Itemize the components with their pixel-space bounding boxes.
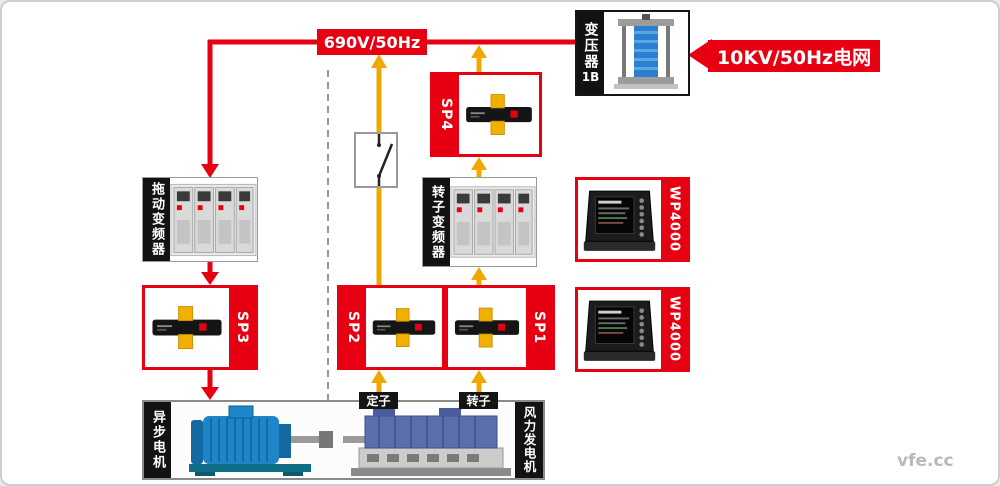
wp4000-bottom-image bbox=[578, 290, 661, 369]
sp4-sensor-unit: SP4 bbox=[430, 72, 542, 157]
drive-converter-label: 拖动变频器 bbox=[149, 182, 164, 257]
sp2-label-strip: SP2 bbox=[340, 288, 366, 367]
yellow-arrowhead-sp2 bbox=[371, 370, 387, 383]
disconnect-switch bbox=[354, 132, 398, 188]
yellow-arrowhead-sp1 bbox=[471, 370, 487, 383]
yellow-arrowhead-redbus bbox=[471, 45, 487, 58]
grid-source-label: 10KV/50Hz电网 bbox=[708, 40, 880, 72]
transformer-unit: 变压器 1B bbox=[575, 10, 690, 96]
sp3-sensor-unit: SP3 bbox=[142, 285, 258, 370]
wp4000-top-label-strip: WP4000 bbox=[661, 180, 687, 259]
grid-arrow bbox=[688, 39, 712, 71]
wp4000-bottom-label-strip: WP4000 bbox=[661, 290, 687, 369]
rotor-converter-image bbox=[450, 178, 536, 266]
sp3-sensor-image bbox=[145, 288, 229, 367]
wp4000-top-image bbox=[578, 180, 661, 259]
wp4000-bottom-label: WP4000 bbox=[666, 296, 682, 363]
sp2-sensor-unit: SP2 bbox=[337, 285, 445, 370]
transformer-image bbox=[604, 12, 688, 94]
sp1-label-strip: SP1 bbox=[526, 288, 552, 367]
sp4-label-strip: SP4 bbox=[433, 75, 459, 154]
wind-generator-image bbox=[343, 408, 511, 476]
drive-converter-image bbox=[170, 178, 257, 261]
red-arrowhead-sp3 bbox=[201, 272, 219, 285]
sp1-sensor-image bbox=[448, 288, 526, 367]
async-motor-image bbox=[189, 405, 333, 476]
red-arrowhead-drive bbox=[201, 164, 219, 178]
yellow-arrowhead-bus bbox=[371, 54, 387, 68]
transformer-label-strip: 变压器 1B bbox=[577, 12, 604, 94]
rotor-converter-unit: 转子变频器 bbox=[422, 177, 537, 267]
stator-tag: 定子 bbox=[359, 392, 398, 409]
wind-generator-label-strip: 风力发电机 bbox=[515, 402, 543, 478]
transformer-name: 变压器 bbox=[582, 22, 599, 70]
rotor-converter-label: 转子变频器 bbox=[429, 184, 444, 260]
sp3-label-strip: SP3 bbox=[229, 288, 255, 367]
wind-generator-label: 风力发电机 bbox=[521, 406, 537, 474]
wp4000-top-label: WP4000 bbox=[666, 186, 682, 253]
sp4-label: SP4 bbox=[438, 97, 454, 132]
sp3-label: SP3 bbox=[234, 310, 250, 345]
sp4-sensor-image bbox=[459, 75, 539, 154]
sp1-sensor-unit: SP1 bbox=[445, 285, 555, 370]
red-arrowhead-motor bbox=[201, 387, 219, 400]
async-motor-label: 异步电机 bbox=[150, 410, 165, 470]
rotor-tag: 转子 bbox=[459, 392, 498, 409]
rotor-converter-label-strip: 转子变频器 bbox=[423, 178, 450, 266]
sp2-sensor-image bbox=[366, 288, 442, 367]
yellow-arrowhead-sp4 bbox=[471, 157, 487, 170]
wp4000-analyzer-top: WP4000 bbox=[575, 177, 690, 262]
async-motor-label-strip: 异步电机 bbox=[144, 402, 171, 478]
drive-converter-unit: 拖动变频器 bbox=[142, 177, 258, 262]
switch-symbol bbox=[377, 134, 394, 186]
bus-voltage-label: 690V/50Hz bbox=[317, 29, 427, 55]
watermark: vfe.cc bbox=[897, 451, 954, 471]
machine-set-image bbox=[171, 402, 515, 478]
yellow-arrowhead-rotor-converter bbox=[471, 267, 487, 280]
transformer-code: 1B bbox=[581, 70, 600, 84]
machine-set-unit: 异步电机 bbox=[142, 400, 545, 480]
drive-converter-label-strip: 拖动变频器 bbox=[143, 178, 170, 261]
sp1-label: SP1 bbox=[531, 310, 547, 345]
sp2-label: SP2 bbox=[345, 310, 361, 345]
wp4000-analyzer-bottom: WP4000 bbox=[575, 287, 690, 372]
